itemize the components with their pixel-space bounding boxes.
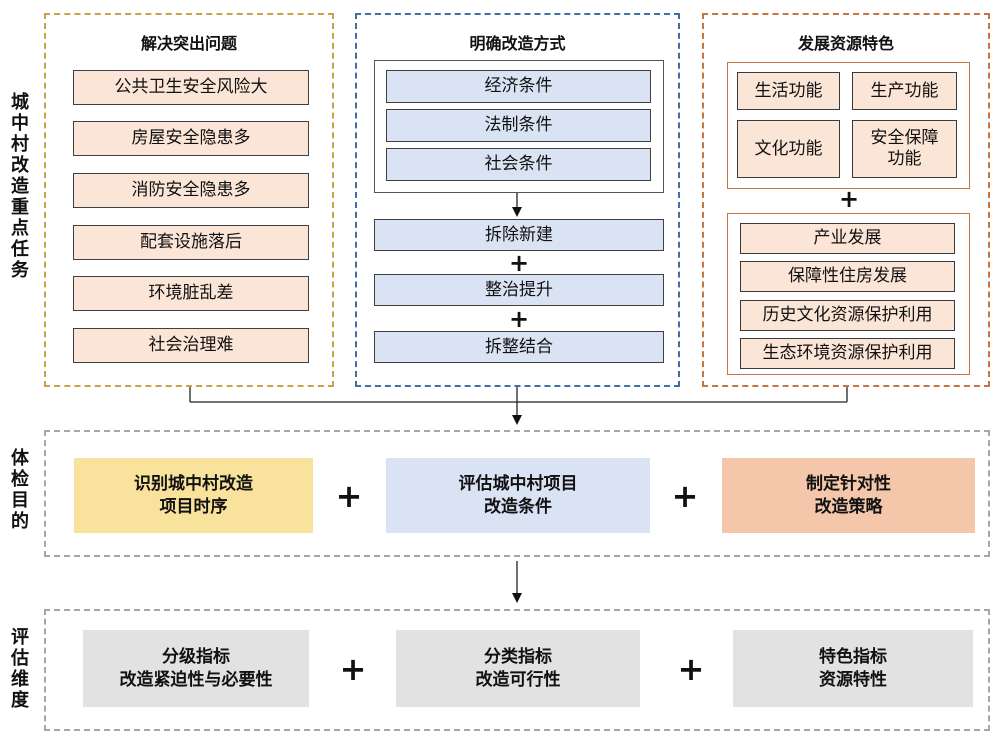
purpose-line: 评估城中村项目 xyxy=(458,473,578,494)
function-item: 安全保障 功能 xyxy=(852,120,957,178)
dimension-line: 分类指标 xyxy=(484,646,552,667)
problem-item: 社会治理难 xyxy=(73,328,309,363)
purpose-item: 识别城中村改造 项目时序 xyxy=(74,458,313,533)
panel-problems-title: 解决突出问题 xyxy=(140,34,237,53)
panel-methods-title: 明确改造方式 xyxy=(469,34,566,53)
dimension-line: 资源特性 xyxy=(819,669,887,690)
purpose-line: 制定针对性 xyxy=(806,473,891,494)
purpose-line: 识别城中村改造 xyxy=(134,473,253,494)
approach-item: 拆除新建 xyxy=(374,219,664,251)
function-item: 生活功能 xyxy=(737,72,840,110)
dimension-item: 特色指标 资源特性 xyxy=(733,630,973,707)
purpose-line: 项目时序 xyxy=(159,496,228,517)
development-item: 产业发展 xyxy=(740,223,955,254)
panel-problems: 解决突出问题 公共卫生安全风险大 房屋安全隐患多 消防安全隐患多 配套设施落后 … xyxy=(44,13,334,387)
plus-sign: + xyxy=(671,477,699,515)
dimension-line: 改造可行性 xyxy=(475,669,561,690)
condition-item: 法制条件 xyxy=(386,109,651,142)
plus-sign: + xyxy=(838,185,860,213)
plus-sign: + xyxy=(339,650,367,688)
problem-item: 公共卫生安全风险大 xyxy=(73,70,309,105)
condition-item: 社会条件 xyxy=(386,148,651,181)
problem-item: 房屋安全隐患多 xyxy=(73,121,309,156)
side-label-dimension: 评估维度 xyxy=(11,627,29,711)
purpose-item: 评估城中村项目 改造条件 xyxy=(386,458,650,533)
development-item: 生态环境资源保护利用 xyxy=(740,338,955,369)
function-item: 文化功能 xyxy=(737,120,840,178)
approach-item: 拆整结合 xyxy=(374,331,664,363)
problem-item: 配套设施落后 xyxy=(73,225,309,260)
dimension-item: 分类指标 改造可行性 xyxy=(396,630,640,707)
side-label-tasks: 城中村改造重点任务 xyxy=(11,92,29,281)
development-item: 保障性住房发展 xyxy=(740,261,955,292)
purpose-line: 改造策略 xyxy=(814,496,883,517)
panel-features-title: 发展资源特色 xyxy=(797,34,894,53)
purpose-row xyxy=(44,430,990,557)
dimension-row xyxy=(44,609,990,731)
side-label-purpose: 体检目的 xyxy=(11,448,29,532)
approach-item: 整治提升 xyxy=(374,274,664,306)
panel-methods: 明确改造方式 经济条件 法制条件 社会条件 拆除新建 + 整治提升 + 拆整结合 xyxy=(355,13,680,387)
dimension-line: 改造紧迫性与必要性 xyxy=(119,669,273,690)
condition-item: 经济条件 xyxy=(386,70,651,103)
dimension-line: 特色指标 xyxy=(819,646,887,667)
plus-sign: + xyxy=(335,477,363,515)
dimension-item: 分级指标 改造紧迫性与必要性 xyxy=(83,630,309,707)
problem-item: 消防安全隐患多 xyxy=(73,173,309,208)
purpose-item: 制定针对性 改造策略 xyxy=(722,458,975,533)
function-item: 生产功能 xyxy=(852,72,957,110)
dimension-line: 分级指标 xyxy=(162,646,230,667)
plus-sign: + xyxy=(508,305,530,333)
plus-sign: + xyxy=(508,249,530,277)
plus-sign: + xyxy=(677,650,705,688)
problem-item: 环境脏乱差 xyxy=(73,276,309,311)
panel-features: 发展资源特色 生活功能 生产功能 文化功能 安全保障 功能 + 产业发展 保障性… xyxy=(702,13,990,387)
purpose-line: 改造条件 xyxy=(484,496,552,517)
development-item: 历史文化资源保护利用 xyxy=(740,300,955,331)
